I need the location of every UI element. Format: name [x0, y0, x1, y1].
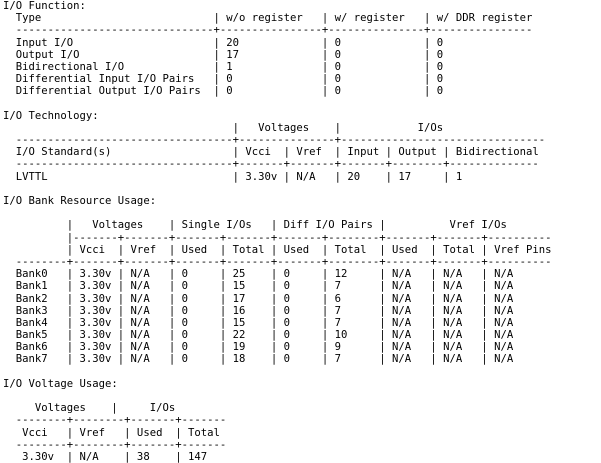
- report-line: | Voltages | I/Os: [3, 121, 444, 134]
- report-line: [3, 366, 601, 378]
- report-line: Bank2 | 3.30v | N/A | 0 | 17 | 0 | 6 | N…: [3, 292, 514, 305]
- report-line: [3, 183, 601, 195]
- report-line: 3.30v | N/A | 38 | 147: [3, 450, 208, 463]
- report-line: ----------------------------------+-----…: [3, 134, 546, 147]
- report-line: Bank1 | 3.30v | N/A | 0 | 15 | 0 | 7 | N…: [3, 280, 514, 293]
- report-line: ----------------------------------+-----…: [3, 158, 539, 171]
- report-line: Output I/O | 17 | 0 | 0: [3, 48, 444, 61]
- report-line: [3, 207, 601, 219]
- report-line: --------+--------+-------+-------: [3, 438, 227, 451]
- report-line: Bidirectional I/O | 1 | 0 | 0: [3, 60, 444, 73]
- report-line: I/O Standard(s) | Vcci | Vref | Input | …: [3, 146, 539, 159]
- report-line: Bank3 | 3.30v | N/A | 0 | 16 | 0 | 7 | N…: [3, 304, 514, 317]
- report-line: I/O Bank Resource Usage:: [3, 195, 157, 207]
- report-line: I/O Voltage Usage:: [3, 377, 118, 390]
- report-line: Bank6 | 3.30v | N/A | 0 | 19 | 0 | 9 | N…: [3, 341, 514, 354]
- io-report-text: I/O Function: Type | w/o register | w/ r…: [3, 0, 601, 463]
- report-line: I/O Technology:: [3, 109, 99, 122]
- report-line: Bank7 | 3.30v | N/A | 0 | 18 | 0 | 7 | N…: [3, 353, 514, 366]
- report-line: Voltages | I/Os: [3, 402, 176, 415]
- report-line: LVTTL | 3.30v | N/A | 20 | 17 | 1: [3, 170, 463, 183]
- report-line: | Voltages | Single I/Os | Diff I/O Pair…: [3, 219, 507, 232]
- report-line: Bank5 | 3.30v | N/A | 0 | 22 | 0 | 10 | …: [3, 329, 514, 342]
- report-line: Bank0 | 3.30v | N/A | 0 | 25 | 0 | 12 | …: [3, 268, 514, 281]
- report-line: | Vcci | Vref | Used | Total | Used | To…: [3, 243, 552, 256]
- report-line: -------------------------------+--------…: [3, 24, 533, 37]
- report-line: [3, 390, 601, 402]
- report-line: |-------+-------+-------+-------+-------…: [3, 231, 552, 244]
- report-line: --------+-------+-------+-------+-------…: [3, 255, 552, 268]
- report-line: --------+--------+-------+-------: [3, 414, 227, 427]
- report-line: Differential Output I/O Pairs | 0 | 0 | …: [3, 85, 444, 98]
- report-line: I/O Function:: [3, 0, 86, 12]
- report-line: Type | w/o register | w/ register | w/ D…: [3, 12, 533, 25]
- report-line: Differential Input I/O Pairs | 0 | 0 | 0: [3, 73, 444, 86]
- report-line: Input I/O | 20 | 0 | 0: [3, 36, 444, 49]
- report-line: Vcci | Vref | Used | Total: [3, 426, 220, 439]
- report-line: Bank4 | 3.30v | N/A | 0 | 15 | 0 | 7 | N…: [3, 316, 514, 329]
- report-line: [3, 98, 601, 110]
